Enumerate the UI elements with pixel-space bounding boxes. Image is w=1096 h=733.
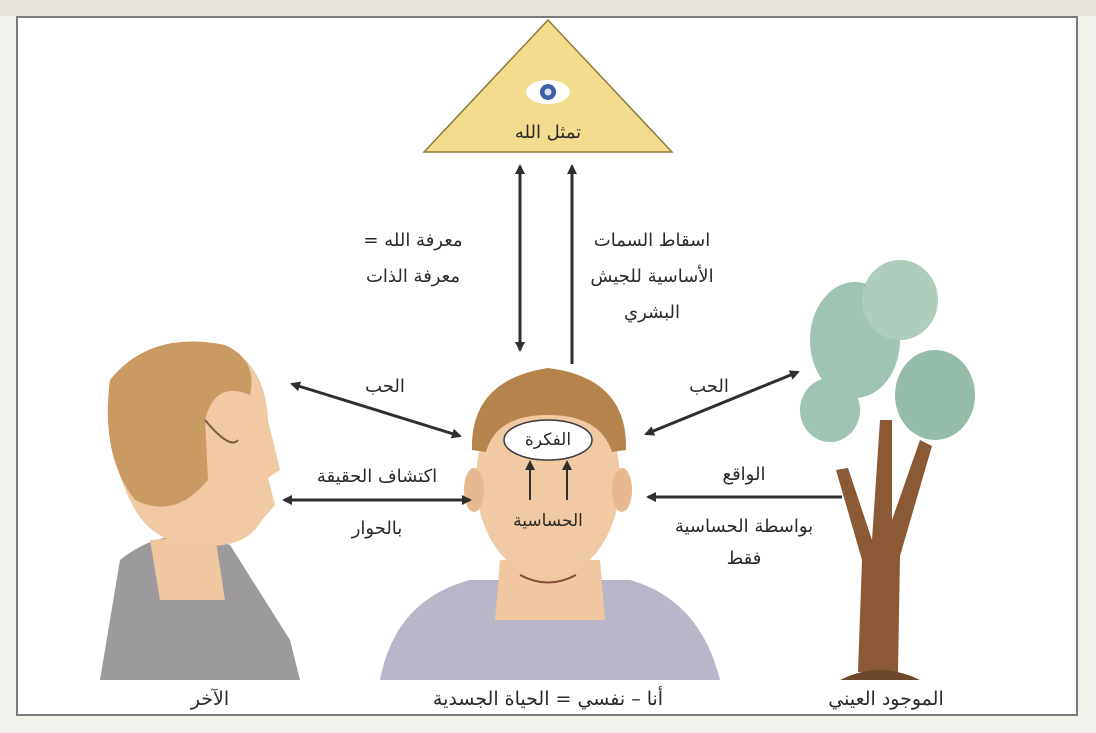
head-illustration — [380, 368, 720, 680]
profile-illustration — [100, 341, 300, 680]
pyramid-label: تمثل الله — [514, 122, 582, 143]
reality-label-1: الواقع — [722, 464, 766, 485]
discovery-label-1: اكتشاف الحقيقة — [316, 466, 438, 487]
thought-bubble — [503, 419, 593, 461]
knowledge-label-1: معرفة الله = — [363, 230, 463, 251]
projection-label-2: الأساسية للجيش — [590, 266, 714, 287]
reality-label-3: فقط — [726, 548, 762, 569]
projection-label-1: اسقاط السمات — [593, 230, 711, 251]
tree-illustration — [800, 260, 975, 680]
love-arrow-left — [290, 381, 462, 439]
reality-label-2: بواسطة الحساسية — [674, 516, 814, 537]
knowledge-label-2: معرفة الذات — [365, 266, 461, 287]
thought-label: الفكرة — [524, 430, 572, 450]
love-label-left: الحب — [365, 376, 405, 397]
projection-label-3: البشري — [624, 302, 680, 323]
caption-concrete: الموجود العيني — [828, 688, 944, 710]
discovery-label-2: بالحوار — [351, 518, 403, 539]
love-arrow-right — [644, 370, 800, 436]
page-top-margin — [0, 0, 1096, 16]
eye-icon — [526, 80, 570, 104]
caption-other: الآخر — [190, 688, 230, 710]
caption-self: أنا – نفسي = الحياة الجسدية — [432, 688, 664, 710]
love-label-right: الحب — [689, 376, 729, 397]
sensitivity-label: الحساسية — [513, 511, 583, 531]
